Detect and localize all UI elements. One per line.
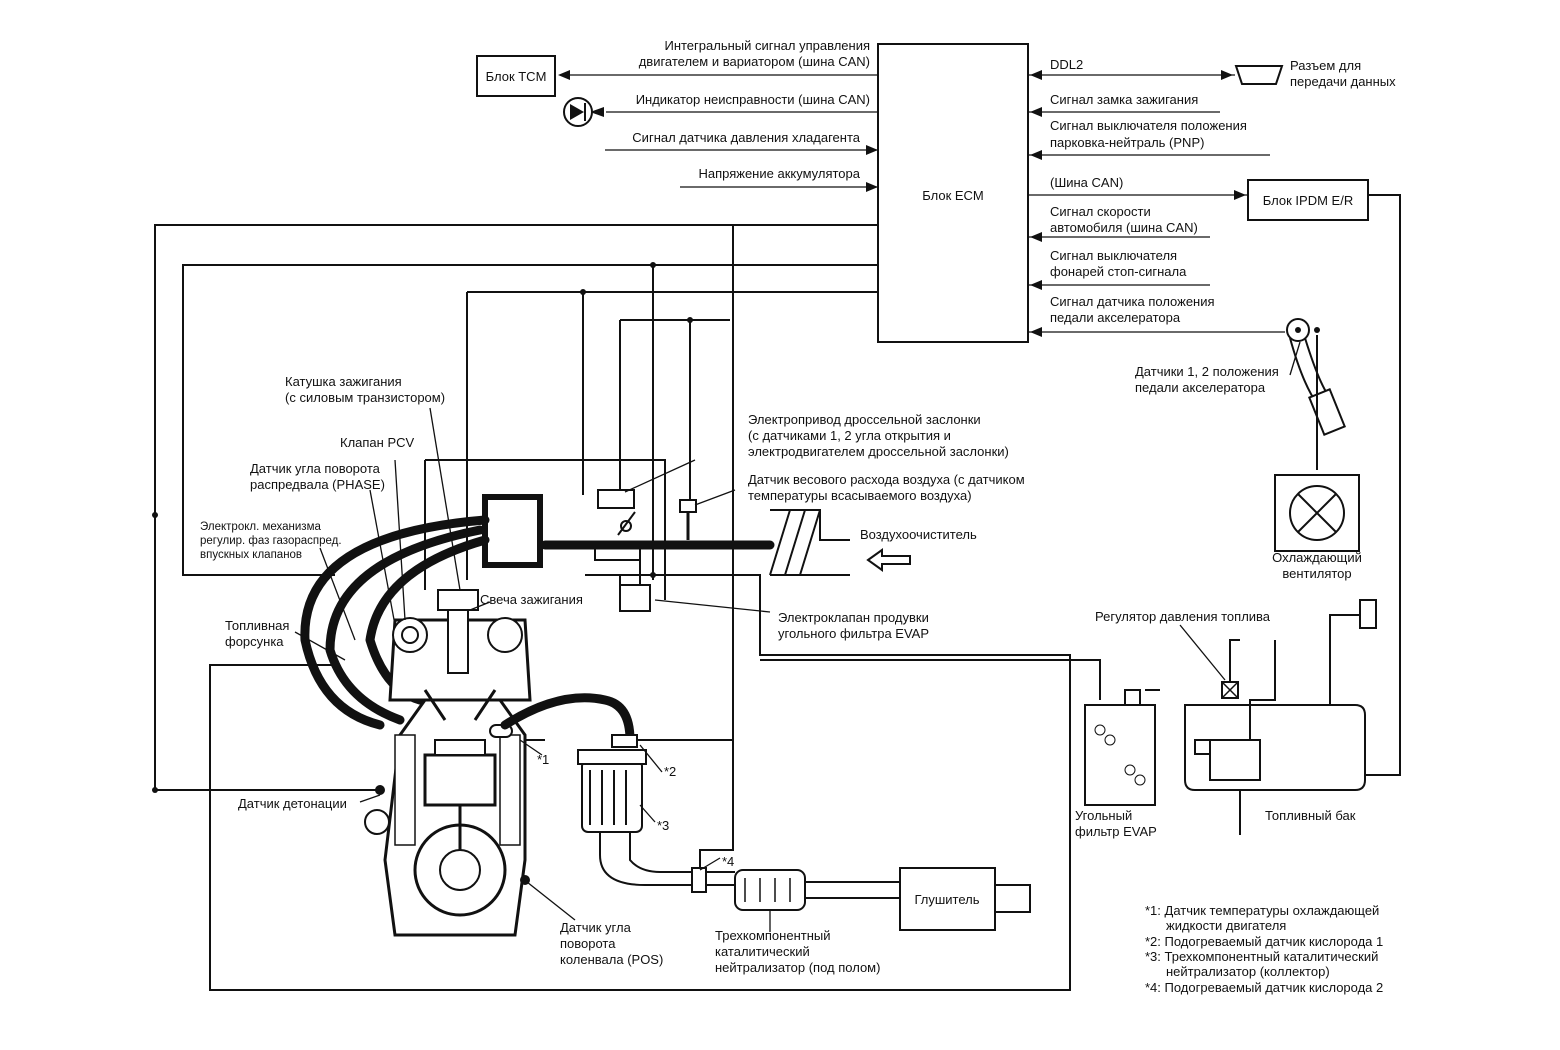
data-connector-icon: [1234, 65, 1284, 85]
signal-label: двигателем и вариатором (шина CAN): [639, 54, 870, 69]
engine-block: [364, 589, 532, 937]
legend-line: нейтрализатор (коллектор): [1166, 964, 1330, 979]
diode-icon: [563, 97, 593, 127]
intake-manifold: [300, 494, 775, 730]
left-signal-lines: [558, 70, 878, 192]
spark-plug-label: Свеча зажигания: [480, 592, 583, 607]
signal-label: Сигнал выключателя положения: [1050, 118, 1247, 133]
signal-label: Сигнал датчика положения: [1050, 294, 1215, 309]
leader-lines: [294, 341, 1301, 932]
data-connector-label: Разъем для: [1290, 58, 1361, 73]
evap-canister-label: фильтр EVAP: [1075, 824, 1157, 839]
ecm-block: Блок ECM: [877, 43, 1029, 343]
catalyst-under-label: каталитический: [715, 944, 810, 959]
tcm-block: Блок TCM: [476, 55, 556, 97]
marker-3: *3: [657, 818, 669, 833]
maf-sensor-label: Датчик весового расхода воздуха (с датчи…: [748, 472, 1025, 487]
signal-label: фонарей стоп-сигнала: [1050, 264, 1187, 279]
fuel-injector-label: форсунка: [225, 634, 284, 649]
catalyst-under-label: нейтрализатор (под полом): [715, 960, 880, 975]
evap-purge-label: Электроклапан продувки: [778, 610, 929, 625]
signal-label: Интегральный сигнал управления: [664, 38, 870, 53]
signal-label: (Шина CAN): [1050, 175, 1123, 190]
signal-label: Сигнал датчика давления хладагента: [632, 130, 860, 145]
right-signal-lines: [1028, 70, 1285, 337]
cooling-fan-label: вентилятор: [1282, 566, 1351, 581]
pcv-valve-label: Клапан PCV: [340, 435, 415, 450]
signal-label: DDL2: [1050, 57, 1083, 72]
signal-label: Сигнал замка зажигания: [1050, 92, 1198, 107]
catalyst-under-label: Трехкомпонентный: [715, 928, 830, 943]
left-signal-labels: Интегральный сигнал управления двигателе…: [632, 38, 870, 181]
muffler-label: Глушитель: [914, 892, 979, 907]
evap-purge-valve: [594, 544, 651, 612]
exhaust-system: Глушитель: [500, 693, 1031, 931]
camshaft-sensor-label: Датчик угла поворота: [250, 461, 381, 476]
fuel-regulator-label: Регулятор давления топлива: [1095, 609, 1271, 624]
ivt-solenoid-label: Электрокл. механизма: [200, 521, 321, 533]
legend-line: *2: Подогреваемый датчик кислорода 1: [1145, 934, 1383, 949]
ignition-coil-label: Катушка зажигания: [285, 374, 402, 389]
signal-label: Напряжение аккумулятора: [698, 166, 860, 181]
ipdm-block: Блок IPDM E/R: [1247, 179, 1369, 221]
ivt-solenoid-label: впускных клапанов: [200, 549, 302, 561]
component-labels: Разъем для передачи данных Датчики 1, 2 …: [200, 58, 1396, 975]
legend-line: *3: Трехкомпонентный каталитический: [1145, 949, 1378, 964]
pedal-sensors-label: Датчики 1, 2 положения: [1135, 364, 1279, 379]
signal-label: Сигнал выключателя: [1050, 248, 1177, 263]
signal-label: парковка-нейтраль (PNP): [1050, 135, 1204, 150]
fan-icon: [1274, 474, 1360, 552]
ignition-coil-label: (с силовым транзистором): [285, 390, 445, 405]
maf-sensor-label: температуры всасываемого воздуха): [748, 488, 972, 503]
evap-purge-label: угольного фильтра EVAP: [778, 626, 929, 641]
crank-sensor-label: коленвала (POS): [560, 952, 663, 967]
throttle-label: Электропривод дроссельной заслонки: [748, 412, 981, 427]
camshaft-sensor-label: распредвала (PHASE): [250, 477, 385, 492]
fuel-injector-label: Топливная: [225, 618, 289, 633]
throttle-label: (с датчиками 1, 2 угла открытия и: [748, 428, 951, 443]
data-connector-label: передачи данных: [1290, 74, 1396, 89]
ivt-solenoid-label: регулир. фаз газораспред.: [200, 535, 342, 547]
throttle-body: [597, 489, 636, 536]
legend-line: жидкости двигателя: [1166, 918, 1286, 933]
signal-label: педали акселератора: [1050, 310, 1181, 325]
marker-1: *1: [537, 752, 549, 767]
air-flow-arrow-icon: [866, 548, 911, 572]
signal-label: Индикатор неисправности (шина CAN): [636, 92, 870, 107]
crank-sensor-label: Датчик угла: [560, 920, 632, 935]
pedal-icon: [1286, 318, 1346, 436]
maf-sensor: [679, 499, 697, 540]
legend-line: *1: Датчик температуры охлаждающей: [1145, 903, 1379, 918]
ipdm-label: Блок IPDM E/R: [1263, 193, 1353, 208]
evap-canister-label: Угольный: [1075, 808, 1132, 823]
fuel-system: [760, 599, 1377, 835]
marker-4: *4: [722, 854, 734, 869]
signal-label: Сигнал скорости: [1050, 204, 1151, 219]
cooling-fan-label: Охлаждающий: [1272, 550, 1362, 565]
air-cleaner-duct: [769, 509, 850, 576]
pedal-sensors-label: педали акселератора: [1135, 380, 1266, 395]
crank-sensor-label: поворота: [560, 936, 616, 951]
footnote-legend: *1: Датчик температуры охлаждающей жидко…: [1145, 903, 1383, 995]
right-signal-labels: DDL2 Сигнал замка зажигания Сигнал выклю…: [1050, 57, 1247, 325]
junction-dots: [152, 262, 1320, 793]
knock-sensor-label: Датчик детонации: [238, 796, 347, 811]
ecm-label: Блок ECM: [922, 188, 984, 203]
legend-line: *4: Подогреваемый датчик кислорода 2: [1145, 980, 1383, 995]
marker-2: *2: [664, 764, 676, 779]
signal-label: автомобиля (шина CAN): [1050, 220, 1198, 235]
tcm-label: Блок TCM: [486, 69, 547, 84]
fuel-tank-label: Топливный бак: [1265, 808, 1356, 823]
air-cleaner-label: Воздухоочиститель: [860, 527, 977, 542]
throttle-label: электродвигателем дроссельной заслонки): [748, 444, 1009, 459]
